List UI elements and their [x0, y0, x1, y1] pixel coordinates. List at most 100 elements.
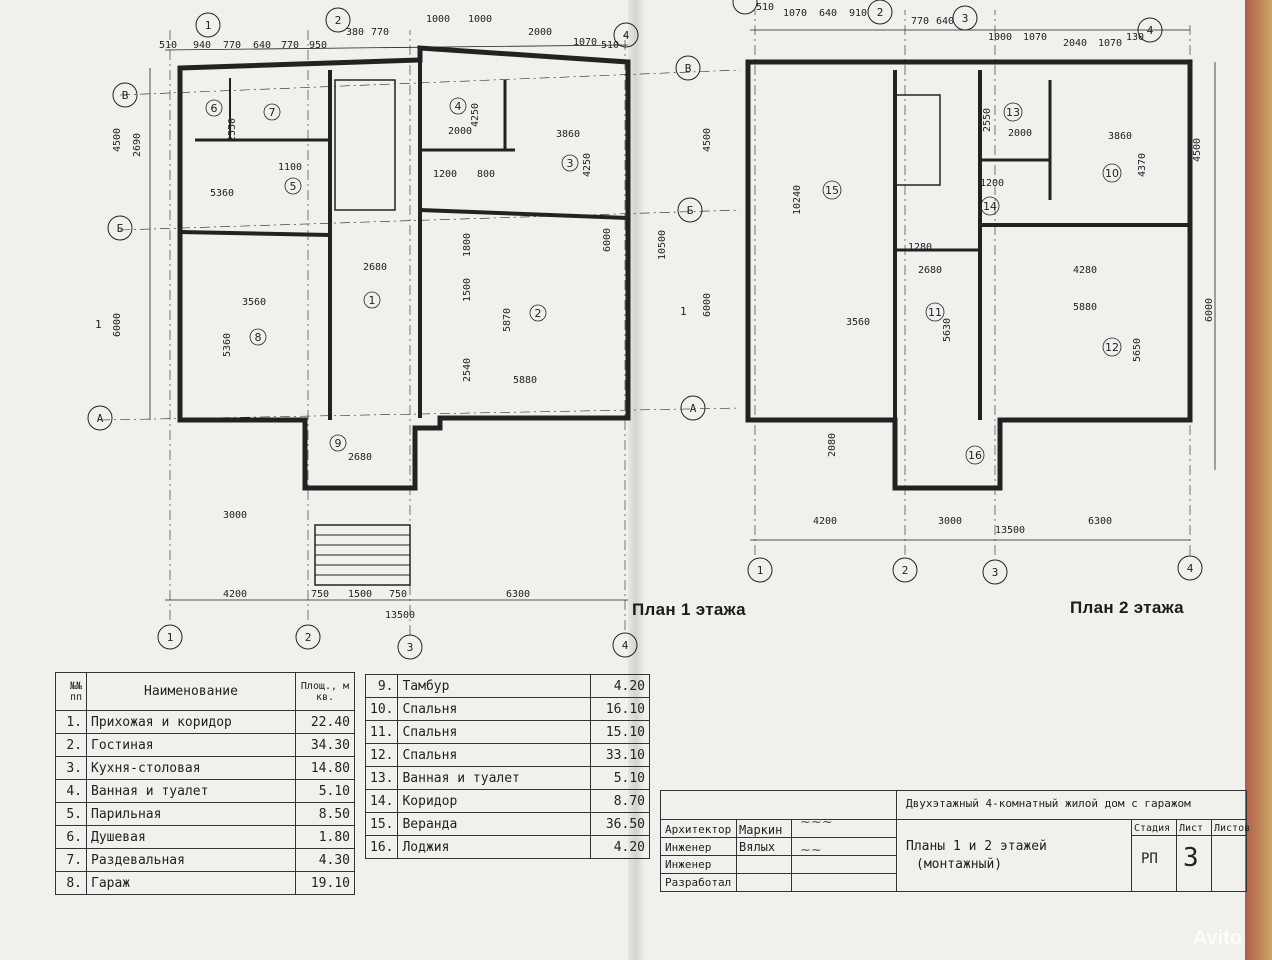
- sheets-header: Листов: [1214, 823, 1251, 834]
- legend-num: 11.: [364, 720, 399, 744]
- project-name: Двухэтажный 4-комнатный жилой дом с гара…: [906, 797, 1191, 810]
- dim-text: 6000: [702, 293, 713, 317]
- legend-area: 33.10: [590, 743, 650, 767]
- dim-text: 750: [311, 589, 329, 600]
- dim-text: 800: [477, 169, 495, 180]
- dim-text: 750: [389, 589, 407, 600]
- sheet-header: Лист: [1179, 823, 1204, 834]
- legend-num: 5.: [55, 802, 87, 826]
- dim-text: 1000: [988, 32, 1012, 43]
- legend-name: Коридор: [397, 789, 591, 813]
- legend-name: Парильная: [86, 802, 296, 826]
- axis-label-a: А: [97, 412, 104, 425]
- dim-text: 1500: [348, 589, 372, 600]
- dim-text: 2680: [918, 265, 942, 276]
- dim-text: 1070: [573, 37, 597, 48]
- legend-name: Прихожая и коридор: [86, 710, 296, 734]
- dim-text: 5650: [1132, 338, 1143, 362]
- dim-text: 3560: [242, 297, 266, 308]
- signature-engineer: ~~: [800, 843, 822, 858]
- legend-name: Гараж: [86, 871, 296, 895]
- dim-text: 4370: [1137, 153, 1148, 177]
- legend-area: 19.10: [295, 871, 355, 895]
- dim-text: 2680: [363, 262, 387, 273]
- dim-text: 5360: [210, 188, 234, 199]
- dim-text: 3860: [1108, 131, 1132, 142]
- dim-text: 4200: [223, 589, 247, 600]
- dim-text: 5630: [942, 318, 953, 342]
- sheet-subtitle: (монтажный): [916, 857, 1003, 872]
- dim-text: 5360: [222, 333, 233, 357]
- dim-text: 1500: [462, 278, 473, 302]
- legend-name: Тамбур: [397, 674, 591, 698]
- legend-name: Гостиная: [86, 733, 296, 757]
- dim-text: 940: [193, 40, 211, 51]
- legend-num: 4.: [55, 779, 87, 803]
- dim-text: 4280: [1073, 265, 1097, 276]
- axis-label-v: В: [685, 62, 692, 75]
- dim-text: 770: [223, 40, 241, 51]
- stage-value: РП: [1141, 851, 1158, 867]
- legend-num: 10.: [364, 697, 399, 721]
- axis-label-2: 2: [902, 564, 909, 577]
- axis-label-1: 1: [205, 19, 212, 32]
- legend-area: 8.70: [590, 789, 650, 813]
- legend-area: 1.80: [295, 825, 355, 849]
- axis-label-2: 2: [877, 6, 884, 19]
- dim-text: 510: [601, 40, 619, 51]
- dim-text: 1200: [980, 178, 1004, 189]
- legend-area: 34.30: [295, 733, 355, 757]
- legend-name: Лоджия: [397, 835, 591, 859]
- axis-label-a: А: [690, 402, 697, 415]
- room-number: 15: [825, 184, 839, 197]
- dim-text: 6300: [506, 589, 530, 600]
- dim-text: 770: [371, 27, 389, 38]
- sheet-number: 3: [1183, 843, 1199, 873]
- dim-text: 2550: [227, 118, 238, 142]
- dim-text: 640: [253, 40, 271, 51]
- dim-text: 1000: [426, 14, 450, 25]
- legend-area: 14.80: [295, 756, 355, 780]
- axis-label-4: 4: [623, 29, 630, 42]
- dim-text: 2550: [982, 108, 993, 132]
- dim-text: 640: [936, 16, 954, 27]
- overall-dimension: 13500: [385, 610, 415, 621]
- dim-text: 5880: [1073, 302, 1097, 313]
- dim-text: 4250: [470, 103, 481, 127]
- dim-text: 1000: [468, 14, 492, 25]
- dim-text: 5880: [513, 375, 537, 386]
- dim-text: 2680: [348, 452, 372, 463]
- dim-text: 1070: [1023, 32, 1047, 43]
- axis-label-b: Б: [117, 222, 124, 235]
- legend-num: 2.: [55, 733, 87, 757]
- dim-text: 6000: [602, 228, 613, 252]
- dim-text: 2000: [448, 126, 472, 137]
- legend-name: Кухня-столовая: [86, 756, 296, 780]
- dim-text: 1800: [462, 233, 473, 257]
- dim-text: 6300: [1088, 516, 1112, 527]
- legend-header-area: Площ., м кв.: [295, 672, 355, 711]
- legend-area: 15.10: [590, 720, 650, 744]
- dim-text: 2080: [827, 433, 838, 457]
- room-number: 4: [455, 100, 462, 113]
- legend-name: Спальня: [397, 720, 591, 744]
- legend-area: 4.20: [590, 835, 650, 859]
- legend-area: 5.10: [295, 779, 355, 803]
- room-number: 12: [1105, 341, 1119, 354]
- legend-area: 4.30: [295, 848, 355, 872]
- legend-area: 22.40: [295, 710, 355, 734]
- plan2-title: План 2 этажа: [1070, 598, 1184, 617]
- dim-text: 1280: [908, 242, 932, 253]
- dim-text: 2000: [528, 27, 552, 38]
- stage-header: Стадия: [1134, 823, 1171, 834]
- axis-label-2: 2: [305, 631, 312, 644]
